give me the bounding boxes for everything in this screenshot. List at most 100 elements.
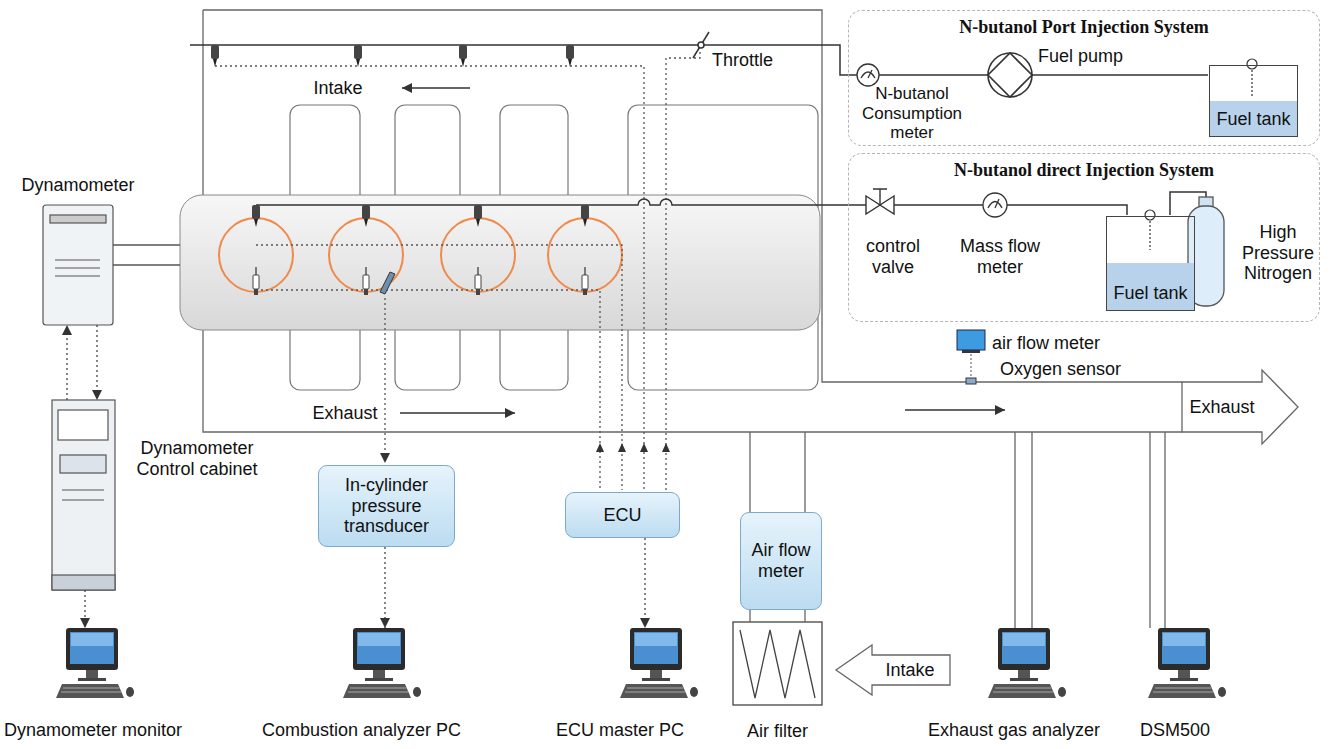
node-label: Fuel tank xyxy=(1216,109,1290,130)
node-label: In-cylinder pressure transducer xyxy=(325,475,448,537)
ecu-signal-lines xyxy=(256,290,600,490)
direct-injectors xyxy=(252,205,589,227)
signal-arrow xyxy=(644,538,645,628)
signal-arrowheads xyxy=(618,443,626,452)
node-label: Air filter xyxy=(747,721,808,742)
ecu-signal-lines xyxy=(256,245,622,490)
intake-pipe xyxy=(750,432,805,512)
node-label: Exhaust gas analyzer xyxy=(928,720,1100,741)
part-label: Exhaust xyxy=(1184,397,1260,418)
fuel-tank: Fuel tank xyxy=(1106,216,1195,311)
part-label: Exhaust xyxy=(305,403,385,424)
node-label: Dynamometer monitor xyxy=(4,720,182,741)
part-label: Throttle xyxy=(712,50,773,71)
node-label: Combustion analyzer PC xyxy=(262,720,461,741)
computer-icons xyxy=(56,628,1226,698)
part-label: High Pressure Nitrogen xyxy=(1238,222,1318,284)
part-label: Fuel pump xyxy=(1038,46,1123,67)
exhaust-arrow xyxy=(400,412,515,413)
node-label: DSM500 xyxy=(1140,720,1210,741)
spark-plugs xyxy=(253,267,588,295)
node-label: Dynamometer xyxy=(21,175,134,196)
sampling-lines xyxy=(1015,432,1165,628)
air-filter-element xyxy=(740,630,815,698)
signal-arrow xyxy=(66,325,67,400)
port-injectors xyxy=(354,45,362,67)
computer: DSM500 xyxy=(1150,628,1216,700)
intake-inlet-arrow xyxy=(836,645,950,695)
node-label: ECU xyxy=(603,505,641,526)
exhaust-flow-arrow xyxy=(905,409,1005,410)
intake-arrow xyxy=(402,87,470,88)
mass-flow-meter xyxy=(983,193,1007,217)
port-injectors xyxy=(211,45,219,67)
control-cabinet xyxy=(52,400,115,590)
air-filter-element xyxy=(733,622,822,705)
direct-injectors xyxy=(362,205,370,227)
mass-flow-meter xyxy=(983,193,1007,217)
part-label: control valve xyxy=(857,236,929,277)
air-flow-sensor xyxy=(971,354,972,378)
mass-flow-meter xyxy=(988,199,1002,208)
ecu-signal-lines xyxy=(666,50,700,490)
pressure-sensor xyxy=(380,272,395,294)
computer: ECU master PC xyxy=(622,628,688,700)
signal-arrow xyxy=(384,547,385,628)
dynamometer-tower xyxy=(50,215,106,223)
direct-injectors xyxy=(252,205,260,227)
process-box: In-cylinder pressure transducer xyxy=(318,465,455,547)
throttle-symbol xyxy=(693,32,709,58)
fuel-pump xyxy=(988,53,1032,97)
port-injectors xyxy=(459,45,467,67)
part-label: Intake xyxy=(298,78,378,99)
signal-arrowheads xyxy=(662,443,670,452)
control-cabinet: Dynamometer Control cabinet xyxy=(52,400,115,590)
consumption-meter xyxy=(857,64,879,86)
control-valve xyxy=(880,196,894,214)
computer: Exhaust gas analyzer xyxy=(990,628,1056,700)
air-flow-sensor xyxy=(966,378,976,384)
control-valve xyxy=(866,189,894,214)
pipe-line xyxy=(804,610,805,622)
node-label: Air flow meter xyxy=(747,540,815,581)
intake-pipe xyxy=(750,432,805,512)
control-cabinet xyxy=(52,400,115,590)
part-label: Intake xyxy=(875,660,945,681)
ecu-signal-lines xyxy=(215,50,700,490)
direct-injectors xyxy=(581,205,589,227)
part-label: Mass flow meter xyxy=(953,236,1048,277)
throttle-symbol xyxy=(698,42,704,48)
fuel-tank: Fuel tank xyxy=(1209,65,1298,137)
spark-plugs xyxy=(582,267,588,295)
control-cabinet xyxy=(60,455,106,473)
panel-heading: N-butanol Port Injection System xyxy=(849,17,1319,38)
part-label: Oxygen sensor xyxy=(1000,359,1121,380)
consumption-meter xyxy=(857,64,879,86)
node-label: Fuel tank xyxy=(1113,283,1187,304)
fuel-pump xyxy=(988,53,1032,97)
control-cabinet xyxy=(58,410,108,440)
air-flow-sensor xyxy=(957,330,985,384)
ecu-signal-lines xyxy=(215,66,644,490)
signal-arrowheads xyxy=(596,443,604,452)
fuel-pump xyxy=(988,53,1032,97)
consumption-meter xyxy=(861,70,875,78)
dynamometer-tower xyxy=(43,205,113,325)
port-injectors xyxy=(566,45,574,67)
node-label: Dynamometer Control cabinet xyxy=(129,438,265,479)
computer-icons xyxy=(343,628,421,698)
dynamometer-shaft xyxy=(113,245,180,265)
computer: Dynamometer monitor xyxy=(58,628,124,700)
computer-icons xyxy=(56,628,134,698)
control-valve xyxy=(866,196,880,214)
air-filter: Air filter xyxy=(733,622,822,705)
spark-plugs xyxy=(253,267,259,295)
dynamometer-tower xyxy=(43,205,113,325)
port-injectors xyxy=(211,45,574,67)
computer-icons xyxy=(620,628,698,698)
dynamometer: Dynamometer xyxy=(43,205,113,325)
process-box: Air flow meter xyxy=(740,512,822,610)
control-cabinet xyxy=(52,575,115,590)
direct-fuel-line xyxy=(256,192,1206,215)
